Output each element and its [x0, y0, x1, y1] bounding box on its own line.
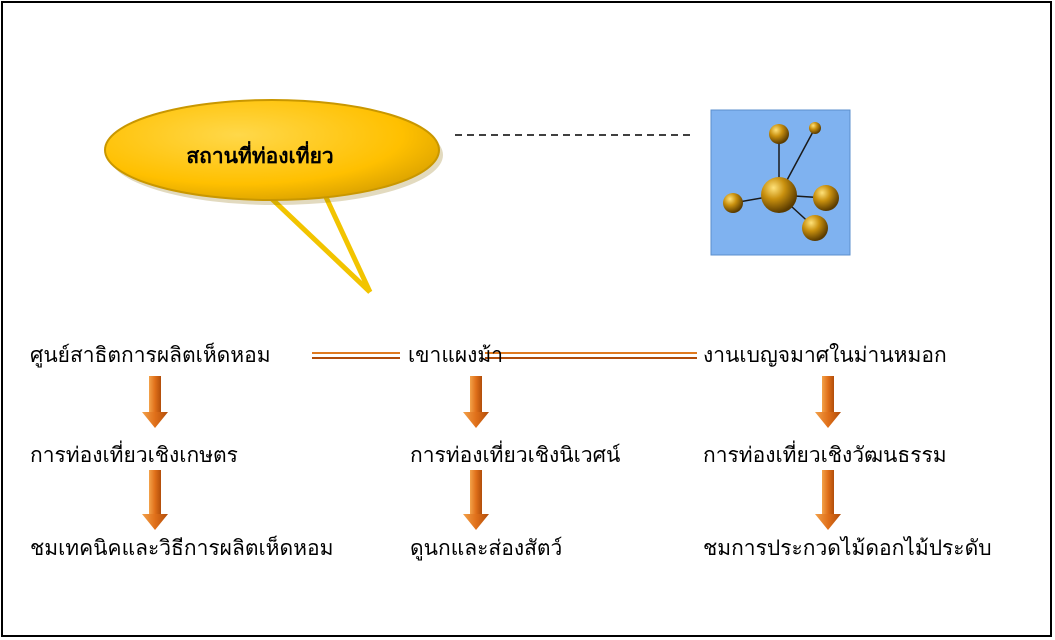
node-place-1: ศูนย์สาธิตการผลิตเห็ดหอม: [30, 343, 271, 367]
node-type-2: การท่องเที่ยวเชิงนิเวศน์: [410, 443, 621, 467]
down-arrow-col2-b: [463, 470, 489, 530]
double-line-connector: [312, 352, 697, 359]
node-type-3: การท่องเที่ยวเชิงวัฒนธรรม: [703, 443, 947, 467]
molecule-icon: [710, 109, 851, 256]
down-arrow-col2-a: [463, 376, 489, 428]
node-place-3: งานเบญจมาศในม่านหมอก: [703, 343, 947, 367]
down-arrow-col3-b: [815, 470, 841, 530]
down-arrow-col1-a: [142, 376, 168, 428]
node-activity-1: ชมเทคนิคและวิธีการผลิตเห็ดหอม: [30, 536, 334, 560]
node-place-2: เขาแผงม้า: [408, 343, 504, 367]
down-arrow-col1-b: [142, 470, 168, 530]
node-activity-3: ชมการประกวดไม้ดอกไม้ประดับ: [703, 536, 992, 560]
callout-label: สถานที่ท่องเที่ยว: [186, 144, 334, 168]
node-type-1: การท่องเที่ยวเชิงเกษตร: [30, 443, 238, 467]
callout-bubble-body: [104, 99, 440, 201]
node-activity-2: ดูนกและส่องสัตว์: [410, 536, 563, 560]
down-arrow-col3-a: [815, 376, 841, 428]
down-arrows: [142, 376, 841, 530]
